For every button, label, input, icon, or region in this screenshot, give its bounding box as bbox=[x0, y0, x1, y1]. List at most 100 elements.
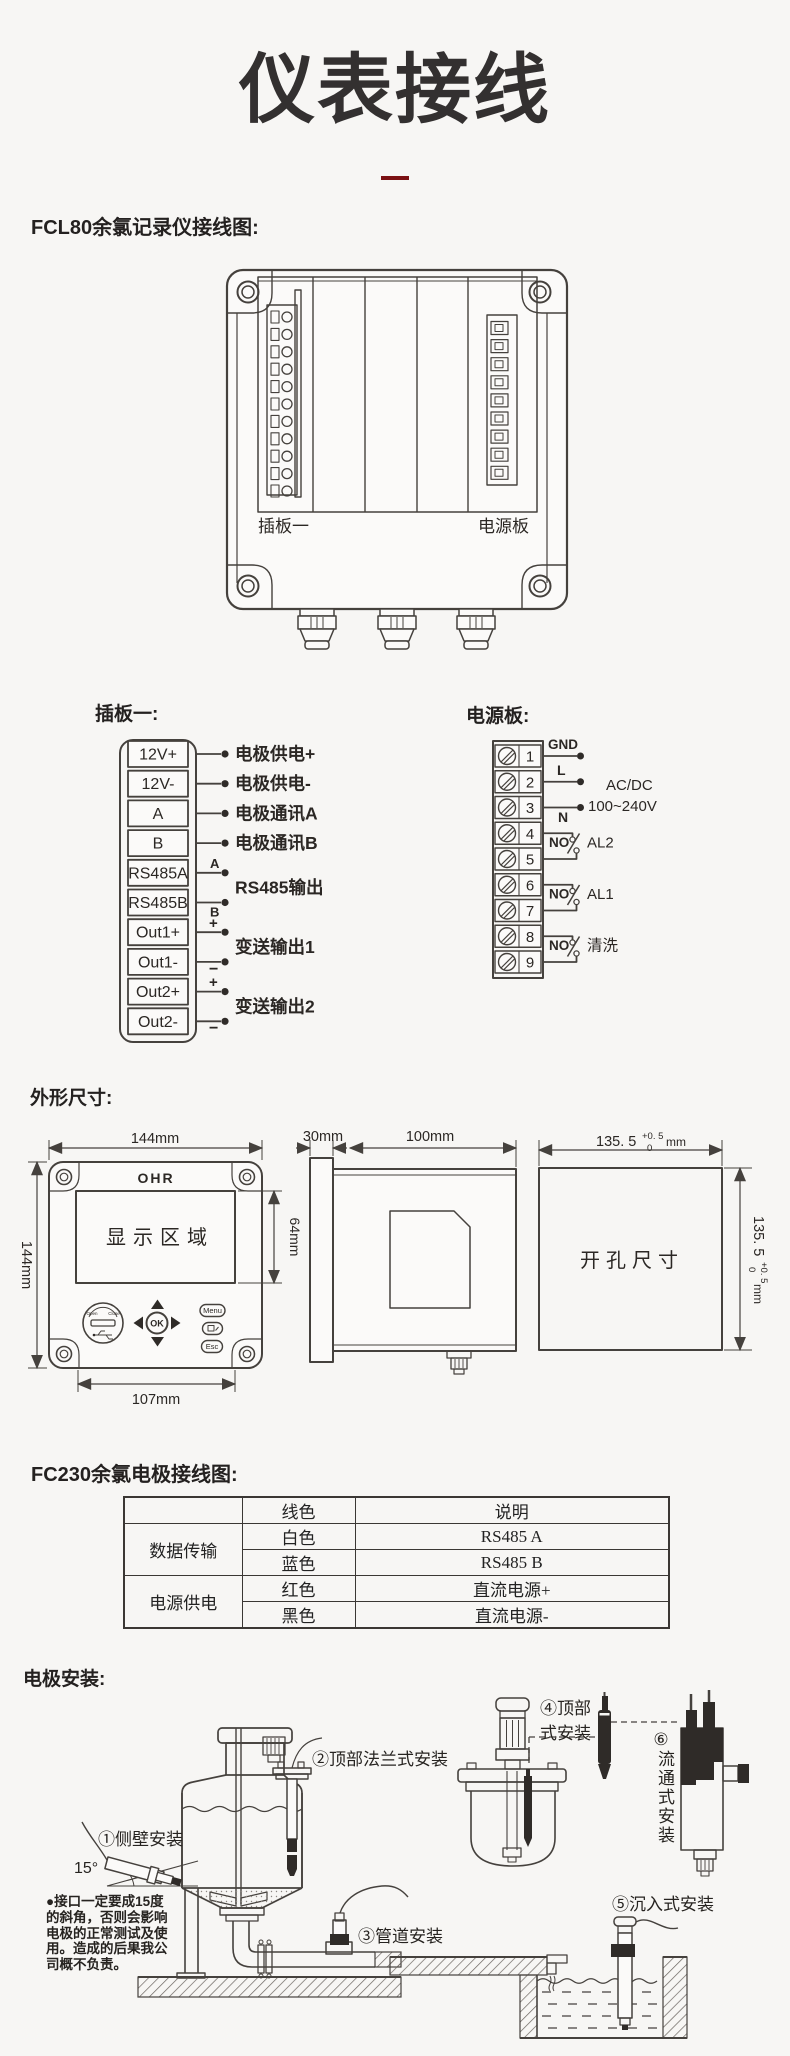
flow-cell bbox=[680, 1690, 749, 1877]
svg-text:开孔尺寸: 开孔尺寸 bbox=[580, 1249, 684, 1272]
svg-text:30mm: 30mm bbox=[303, 1129, 343, 1145]
svg-text:AC/DC: AC/DC bbox=[606, 777, 653, 794]
svg-text:NO: NO bbox=[549, 887, 569, 902]
powerboard-terminal-rows: 1 2 3 4 5 6 7 8 9 bbox=[494, 744, 542, 974]
outline-dimensions-diagram: OHR 显示区域 Open Close OK Menu Esc bbox=[18, 1129, 769, 1408]
svg-text:变送输出1: 变送输出1 bbox=[235, 937, 315, 957]
panel-cutout: 开孔尺寸 135. 5 +0. 5 0 mm 135. 5 +0. 5 0 mm bbox=[537, 1131, 769, 1352]
powerboard-terminals bbox=[490, 320, 509, 480]
cable-gland-icon bbox=[456, 608, 496, 650]
svg-text:电极供电-: 电极供电- bbox=[235, 774, 311, 794]
svg-text:4: 4 bbox=[526, 826, 534, 843]
wire-color: 红色 bbox=[241, 1575, 356, 1602]
fc230-heading: FC230余氯电极接线图: bbox=[31, 1464, 238, 1486]
svg-text:1: 1 bbox=[526, 749, 534, 766]
cable-gland-icon bbox=[297, 608, 337, 650]
submersion-install bbox=[389, 1916, 688, 2039]
install-label-submersion: ⑤沉入式安装 bbox=[612, 1895, 714, 1914]
svg-text:RS485B: RS485B bbox=[128, 895, 188, 912]
install-label-pipe: ③管道安装 bbox=[358, 1927, 443, 1946]
svg-text:3: 3 bbox=[526, 800, 534, 817]
svg-text:变送输出2: 变送输出2 bbox=[235, 997, 315, 1017]
plugboard-heading: 插板一: bbox=[95, 704, 159, 725]
arrow-down-icon bbox=[151, 1337, 164, 1347]
dims-heading: 外形尺寸: bbox=[30, 1088, 113, 1109]
svg-text:0: 0 bbox=[746, 1267, 757, 1272]
svg-text:B: B bbox=[210, 905, 219, 920]
svg-text:B: B bbox=[153, 836, 164, 853]
page-icon bbox=[207, 1325, 215, 1332]
group-power-supply: 电源供电 bbox=[123, 1575, 243, 1629]
plugboard-strip bbox=[294, 289, 302, 498]
svg-text:NO: NO bbox=[549, 938, 569, 953]
table-corner-cell bbox=[123, 1496, 243, 1524]
nav-buttons: OK Menu Esc bbox=[133, 1299, 226, 1354]
svg-text:RS485A: RS485A bbox=[128, 865, 188, 882]
svg-text:9: 9 bbox=[526, 955, 534, 972]
plugboard-wiring-diagram: 12V+ 12V- A B RS485A RS485B Out1+ Out1- … bbox=[119, 739, 324, 1043]
svg-text:AL1: AL1 bbox=[587, 886, 614, 903]
svg-text:AL2: AL2 bbox=[587, 835, 614, 852]
svg-text:GND: GND bbox=[548, 737, 578, 752]
screw-icon bbox=[55, 1168, 256, 1363]
col-header-color: 线色 bbox=[241, 1496, 356, 1524]
svg-text:Open: Open bbox=[86, 1311, 98, 1316]
svg-text:A: A bbox=[153, 806, 164, 823]
arrow-right-icon bbox=[171, 1316, 181, 1330]
wire-desc: 直流电源+ bbox=[354, 1575, 670, 1602]
display-area-label: 显示区域 bbox=[106, 1226, 214, 1249]
top-flange-electrode bbox=[272, 1737, 323, 1876]
powerboard-annotations: GND L N AC/DC 100~240V NO AL2 NO AL1 NO … bbox=[548, 737, 657, 955]
plugboard-terminal-blocks: 12V+ 12V- A B RS485A RS485B Out1+ Out1- … bbox=[127, 740, 189, 1036]
wire-desc: 直流电源- bbox=[354, 1601, 670, 1629]
brand-logo: OHR bbox=[137, 1170, 174, 1186]
powerboard-strip bbox=[486, 314, 518, 486]
side-view: 30mm 100mm bbox=[296, 1129, 518, 1375]
group-data-transfer: 数据传输 bbox=[123, 1523, 243, 1576]
svg-text:Out2+: Out2+ bbox=[136, 984, 180, 1001]
fcl80-enclosure-diagram: 插板一 电源板 bbox=[225, 268, 569, 650]
svg-text:144mm: 144mm bbox=[131, 1131, 179, 1147]
plugboard-wires bbox=[196, 750, 229, 1025]
wire-desc: RS485 B bbox=[354, 1549, 670, 1576]
side-wall-electrode bbox=[81, 1821, 199, 1887]
col-header-desc: 说明 bbox=[354, 1496, 670, 1524]
svg-text:RS485输出: RS485输出 bbox=[235, 878, 324, 898]
cable-gland-icon bbox=[377, 608, 417, 650]
svg-text:135. 5: 135. 5 bbox=[750, 1216, 766, 1256]
svg-text:mm: mm bbox=[666, 1135, 686, 1149]
svg-text:+0. 5: +0. 5 bbox=[758, 1262, 769, 1283]
svg-text:电极通讯A: 电极通讯A bbox=[235, 803, 318, 823]
svg-text:12V+: 12V+ bbox=[139, 747, 177, 764]
plugboard-annotations: 电极供电+ 电极供电- 电极通讯A 电极通讯B RS485输出 变送输出1 变送… bbox=[235, 744, 324, 1017]
svg-text:Out1+: Out1+ bbox=[136, 925, 180, 942]
powerboard-wires bbox=[543, 752, 584, 963]
install-label-flow-through: ⑥ 流通式安装 bbox=[653, 1730, 674, 1845]
wire-desc: RS485 A bbox=[354, 1523, 670, 1550]
svg-text:144mm: 144mm bbox=[18, 1241, 34, 1289]
svg-text:清洗: 清洗 bbox=[587, 937, 619, 955]
svg-text:电极供电+: 电极供电+ bbox=[235, 744, 315, 764]
svg-text:A: A bbox=[210, 856, 220, 871]
tank-drawing bbox=[176, 1727, 375, 1979]
svg-text:0: 0 bbox=[647, 1143, 652, 1154]
usb-port-icon: Open Close bbox=[82, 1302, 124, 1344]
svg-text:6: 6 bbox=[526, 877, 534, 894]
svg-text:12V-: 12V- bbox=[142, 776, 175, 793]
svg-text:+: + bbox=[209, 974, 218, 991]
plugboard-terminals bbox=[270, 310, 293, 498]
svg-text:+: + bbox=[209, 915, 218, 932]
svg-text:Close: Close bbox=[108, 1311, 120, 1316]
svg-text:2: 2 bbox=[526, 774, 534, 791]
fcl80-heading: FCL80余氯记录仪接线图: bbox=[31, 217, 259, 239]
svg-text:N: N bbox=[558, 809, 568, 825]
install-heading: 电极安装: bbox=[23, 1669, 106, 1690]
menu-button-label: Menu bbox=[203, 1306, 222, 1315]
board-left-label: 插板一 bbox=[258, 517, 309, 536]
top-type-holder bbox=[457, 1692, 680, 1867]
title-accent-rule bbox=[381, 176, 409, 180]
svg-text:5: 5 bbox=[526, 852, 534, 869]
board-right-label: 电源板 bbox=[478, 517, 529, 536]
svg-text:7: 7 bbox=[526, 903, 534, 920]
